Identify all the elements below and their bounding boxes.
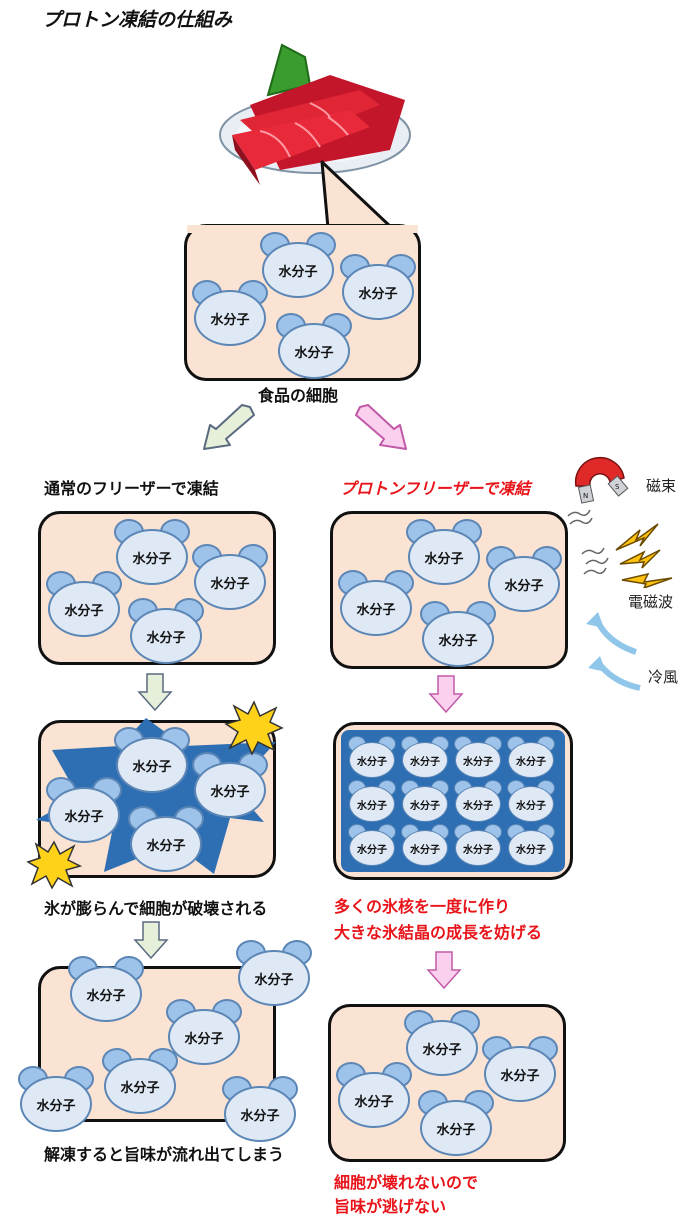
down-arrow-green (133, 921, 169, 960)
arrow-to-proton (355, 404, 407, 450)
down-arrow-green (137, 673, 173, 712)
water-molecule: 水分子 (220, 1076, 300, 1144)
water-molecule: 水分子 (416, 1090, 496, 1158)
water-molecule: 水分子 (16, 1066, 96, 1134)
small-water-molecule: 水分子 (453, 780, 503, 822)
small-water-molecule: 水分子 (506, 780, 556, 822)
proton-final-line2: 旨味が逃げない (334, 1197, 447, 1216)
down-arrow-pink (426, 951, 462, 990)
water-molecule: 水分子 (126, 806, 206, 874)
small-water-molecule: 水分子 (400, 824, 450, 866)
cold-air-label: 冷風 (648, 668, 679, 686)
bubble-pointer (320, 160, 394, 230)
water-molecule: 水分子 (44, 777, 124, 845)
small-water-molecule: 水分子 (506, 736, 556, 778)
magnetic-flux-label: 磁束 (646, 477, 677, 495)
small-water-molecule: 水分子 (347, 824, 397, 866)
page-title: プロトン凍結の仕組み (42, 9, 233, 31)
magnet-icon: N S (567, 457, 629, 525)
water-molecule: 水分子 (126, 598, 206, 666)
small-water-molecule: 水分子 (400, 736, 450, 778)
water-molecule: 水分子 (418, 601, 498, 669)
water-molecule: 水分子 (404, 519, 484, 587)
water-molecule: 水分子 (484, 546, 564, 614)
water-molecule: 水分子 (480, 1036, 560, 1104)
tuna-sashimi-image (219, 43, 411, 185)
burst-icon (224, 700, 284, 756)
water-molecule: 水分子 (402, 1010, 482, 1078)
svg-text:N: N (583, 492, 588, 500)
normal-freezer-label: 通常のフリーザーで凍結 (44, 479, 219, 498)
small-water-molecule: 水分子 (347, 736, 397, 778)
small-water-molecule: 水分子 (453, 736, 503, 778)
water-molecule: 水分子 (190, 752, 270, 820)
water-molecule: 水分子 (164, 999, 244, 1067)
small-water-molecule: 水分子 (347, 780, 397, 822)
burst-icon (26, 840, 82, 890)
water-molecule: 水分子 (334, 1062, 414, 1130)
cold-air-icon (586, 612, 641, 691)
small-water-molecule: 水分子 (400, 780, 450, 822)
water-molecule: 水分子 (112, 519, 192, 587)
proton-result-line1: 多くの氷核を一度に作り (334, 897, 511, 916)
proton-final-line1: 細胞が壊れないので (334, 1173, 479, 1192)
proton-freezer-label: プロトンフリーザーで凍結 (340, 479, 531, 498)
water-molecule: 水分子 (112, 727, 192, 795)
food-cell-label: 食品の細胞 (258, 386, 339, 405)
small-water-molecule: 水分子 (453, 824, 503, 866)
water-molecule: 水分子 (234, 940, 314, 1008)
electromagnetic-wave-label: 電磁波 (628, 593, 674, 611)
svg-text:S: S (615, 483, 620, 491)
arrow-to-normal (203, 404, 255, 450)
small-water-molecule: 水分子 (506, 824, 556, 866)
lightning-icon (581, 523, 673, 588)
water-molecule: 水分子 (190, 280, 270, 348)
water-molecule: 水分子 (66, 956, 146, 1024)
water-molecule: 水分子 (190, 544, 270, 612)
water-molecule: 水分子 (274, 313, 354, 381)
water-molecule: 水分子 (258, 232, 338, 300)
water-molecule: 水分子 (336, 570, 416, 638)
water-molecule: 水分子 (338, 254, 418, 322)
normal-result-label: 氷が膨らんで細胞が破壊される (44, 899, 268, 918)
normal-final-label: 解凍すると旨味が流れ出てしまう (44, 1145, 285, 1164)
water-molecule: 水分子 (100, 1048, 180, 1116)
proton-result-line2: 大きな氷結晶の成長を妨げる (334, 923, 543, 942)
water-molecule: 水分子 (44, 571, 124, 639)
down-arrow-pink (428, 675, 464, 714)
